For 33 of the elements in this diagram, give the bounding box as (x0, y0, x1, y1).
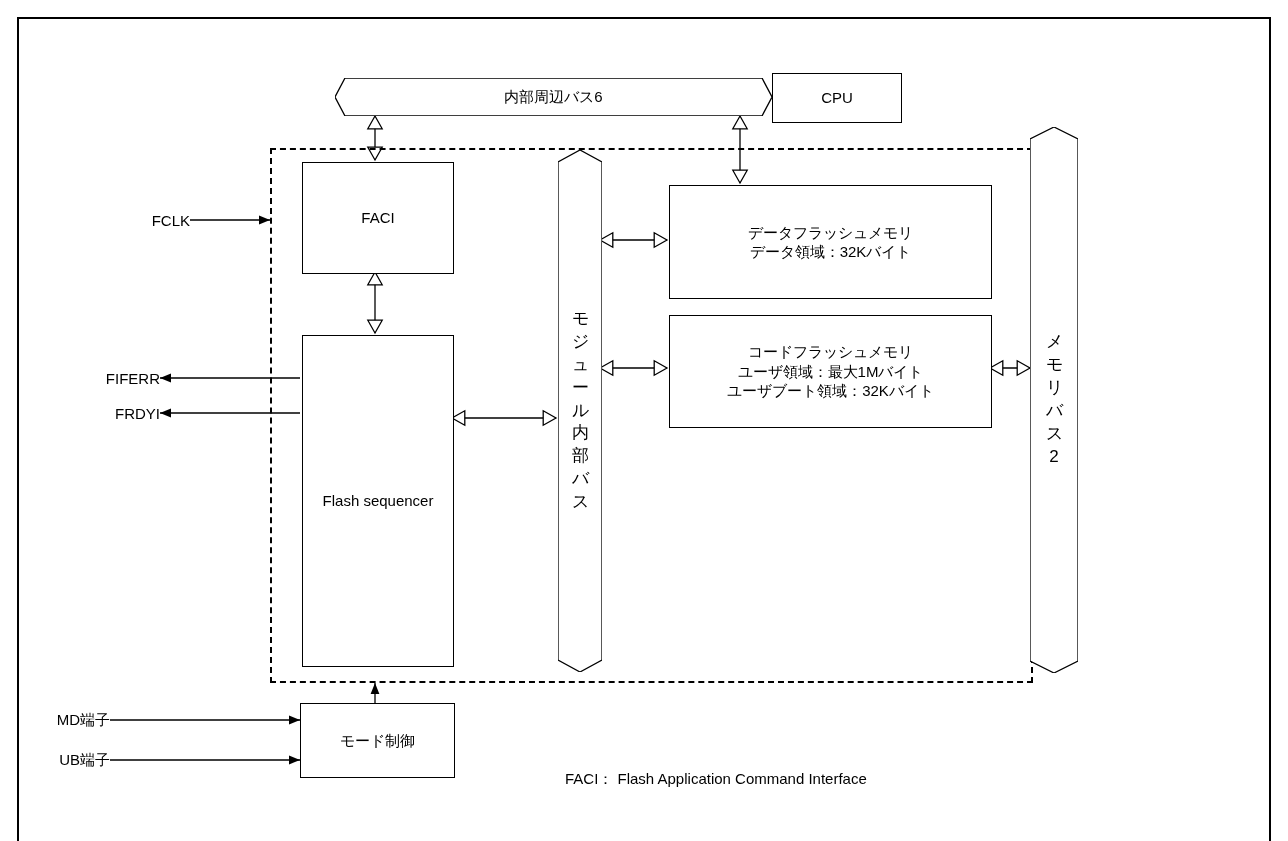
signal-label: FRDYI (60, 401, 160, 425)
block-label: データフラッシュメモリ (748, 222, 913, 242)
block-label: Flash sequencer (322, 491, 434, 511)
block-box (302, 162, 454, 274)
block-box (669, 315, 992, 428)
block-label: CPU (821, 88, 853, 108)
module-boundary (270, 148, 1033, 683)
arrow (109, 755, 301, 765)
bus-label: メモリバス2 (1044, 331, 1064, 468)
block-box (669, 185, 992, 299)
block-label: FACI (361, 208, 395, 228)
signal-label: UB端子 (30, 748, 110, 772)
bus-connector (732, 115, 748, 184)
signal-label: FCLK (120, 208, 190, 232)
signal-label: MD端子 (30, 708, 110, 732)
block-label: モード制御 (340, 730, 415, 751)
block-label: データ領域：32Kバイト (749, 242, 912, 262)
block-label: ユーザ領域：最大1Mバイト (737, 361, 924, 382)
arrow (370, 682, 380, 704)
bus-label: モジュール内部バス (570, 307, 590, 514)
arrow (159, 373, 301, 383)
arrow (189, 215, 271, 225)
block-box (772, 73, 902, 123)
block-label: コードフラッシュメモリ (748, 342, 913, 362)
block-box (300, 703, 455, 778)
bus-label: 内部周辺バス6 (504, 87, 603, 107)
block-box (302, 335, 454, 667)
block-label: ユーザブート領域：32Kバイト (727, 381, 934, 401)
signal-label: FIFERR (60, 366, 160, 390)
arrow (159, 408, 301, 418)
note-text: FACI： Flash Application Command Interface (565, 770, 867, 789)
bus-connector (367, 115, 383, 161)
arrow (109, 715, 301, 725)
